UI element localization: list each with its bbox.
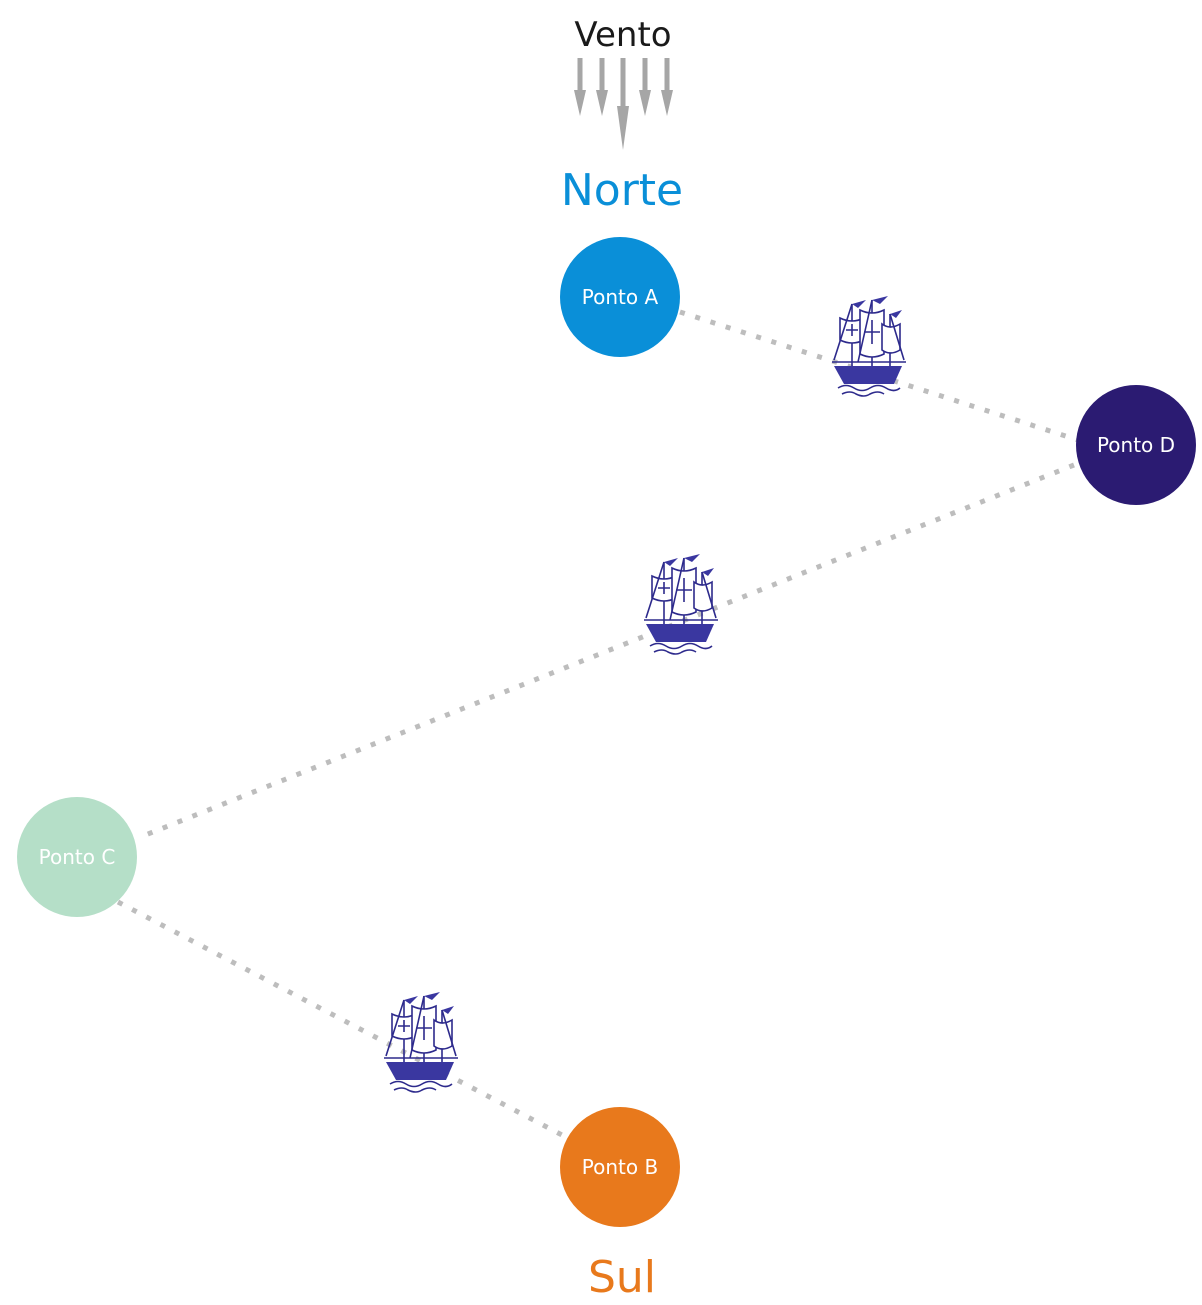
wind-label: Vento [574,15,671,55]
caravel-icon [383,991,459,1093]
caravel-icon [831,295,907,397]
node-label: Ponto A [582,285,659,309]
route-c-b [116,899,564,1138]
north-label: Norte [561,165,683,216]
node-label: Ponto D [1097,433,1175,457]
wind-arrow-icon [639,58,651,116]
node-ponto-d: Ponto D [1076,385,1196,505]
wind-arrow-icon [617,58,629,150]
node-ponto-a: Ponto A [560,237,680,357]
caravel-icon [643,553,719,655]
node-ponto-b: Ponto B [560,1107,680,1227]
wind-arrow-icon [661,58,673,116]
south-label: Sul [588,1252,656,1303]
node-ponto-c: Ponto C [17,797,137,917]
wind-arrow-icon [596,58,608,116]
node-label: Ponto C [39,845,116,869]
route-d-c [137,462,1075,841]
wind-arrow-icon [574,58,586,116]
node-label: Ponto B [582,1155,658,1179]
wind-arrows [574,58,673,150]
